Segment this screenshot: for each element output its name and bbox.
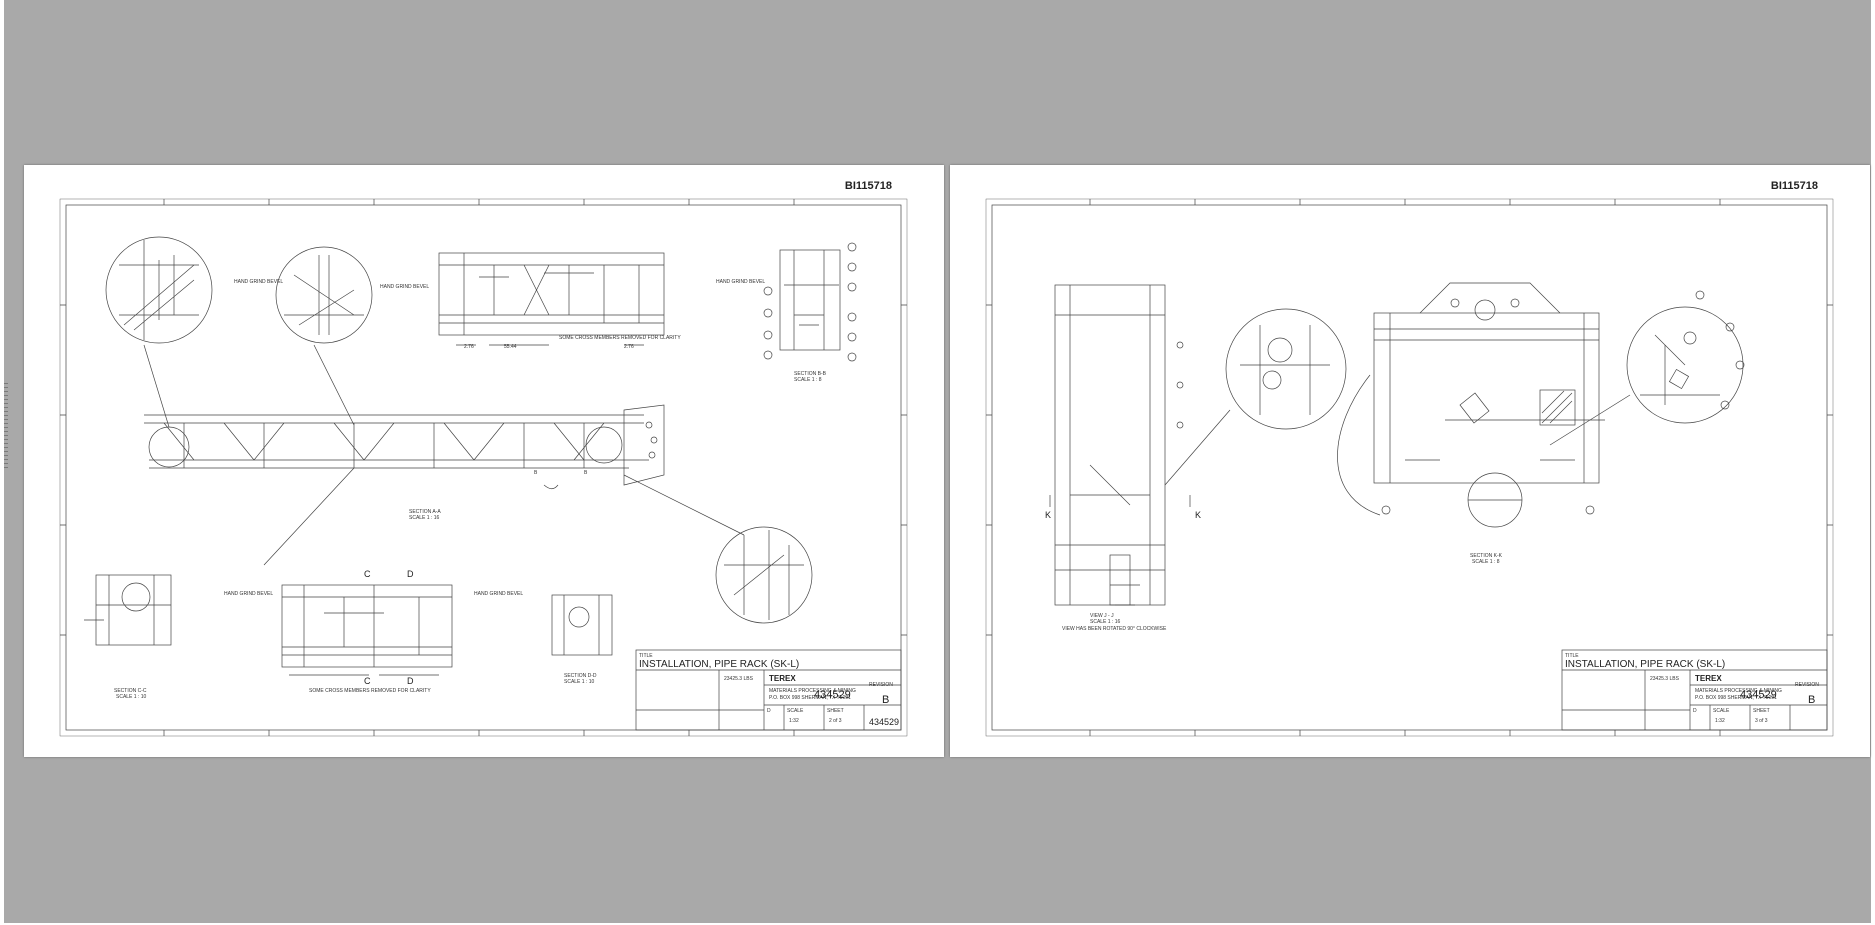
revision-value: B [1808, 694, 1815, 706]
section-marker-k-right: K [1195, 510, 1201, 520]
section-a-scale: SCALE 1 : 16 [409, 515, 440, 521]
section-b-scale: SCALE 1 : 8 [794, 377, 822, 383]
dim-a: 2.76 [464, 344, 474, 350]
drawing-page-2[interactable]: BI115718 [950, 165, 1870, 757]
document-viewer[interactable]: BI115718 [4, 0, 1871, 923]
weight-value: 23425.3 LBS [724, 676, 754, 682]
revision-label: REVISION [1795, 682, 1819, 688]
view-scale: SCALE 1 : 16 [1090, 619, 1121, 625]
letter-b1: B [534, 470, 538, 476]
drawing-number: 434529 [814, 689, 851, 701]
section-d-scale: SCALE 1 : 10 [564, 679, 595, 685]
scale-label: SCALE [1713, 708, 1730, 714]
section-d-label: SECTION D-D [564, 673, 597, 679]
letter-c2: C [364, 676, 371, 686]
drawing-id-label: BI115718 [844, 180, 892, 192]
weight-value: 23425.3 LBS [1650, 676, 1680, 682]
letter-d1: D [407, 569, 414, 579]
scale-value: 1:32 [789, 718, 799, 724]
letter-c1: C [364, 569, 371, 579]
engineering-drawing-sheet-3: K K VIEW J - J SCALE 1 : 16 VIEW HAS BEE… [985, 198, 1834, 737]
section-marker-k-left: K [1045, 510, 1051, 520]
drawing-title: INSTALLATION, PIPE RACK (SK-L) [639, 659, 799, 670]
title-label: TITLE [639, 653, 653, 659]
cross-members-note-top: SOME CROSS MEMBERS REMOVED FOR CLARITY [559, 335, 681, 341]
scale-value: 1:32 [1715, 718, 1725, 724]
size-value: D [767, 708, 771, 714]
scale-label: SCALE [787, 708, 804, 714]
section-k-scale: SCALE 1 : 8 [1472, 559, 1500, 565]
grind-note-4: HAND GRIND BEVEL [224, 591, 273, 597]
sheet-value: 2 of 3 [829, 718, 842, 724]
drawing-id-label: BI115718 [1770, 180, 1818, 192]
view-label: VIEW J - J [1090, 613, 1114, 619]
drawing-number-bottom: 434529 [869, 717, 899, 727]
company-name: MATERIALS PROCESSING & MINING [769, 688, 856, 694]
dim-b: 55.44 [504, 344, 517, 350]
revision-value: B [882, 694, 889, 706]
section-c-label: SECTION C-C [114, 688, 147, 694]
grind-note-1: HAND GRIND BEVEL [234, 279, 283, 285]
section-b-label: SECTION B-B [794, 371, 827, 377]
sheet-label: SHEET [1753, 708, 1770, 714]
dim-c: 2.76 [624, 344, 634, 350]
drawing-title: INSTALLATION, PIPE RACK (SK-L) [1565, 659, 1725, 670]
panel-resize-handle[interactable] [4, 380, 8, 470]
sheet-label: SHEET [827, 708, 844, 714]
company-name: MATERIALS PROCESSING & MINING [1695, 688, 1782, 694]
view-note: VIEW HAS BEEN ROTATED 90° CLOCKWISE [1062, 626, 1167, 632]
grind-note-3: HAND GRIND BEVEL [716, 279, 765, 285]
section-a-label: SECTION A-A [409, 509, 441, 515]
grind-note-2: HAND GRIND BEVEL [380, 284, 429, 290]
company-address: P.O. BOX 998 SHERMAN, TX 75091 [1695, 695, 1777, 701]
company-logo: TEREX [1695, 674, 1722, 683]
sheet-value: 3 of 3 [1755, 718, 1768, 724]
drawing-number: 434529 [1740, 689, 1777, 701]
company-logo: TEREX [769, 674, 796, 683]
engineering-drawing-sheet-2: SOME CROSS MEMBERS REMOVED FOR CLARITY 2… [59, 198, 908, 737]
grind-note-5: HAND GRIND BEVEL [474, 591, 523, 597]
letter-d2: D [407, 676, 414, 686]
section-k-label: SECTION K-K [1470, 553, 1503, 559]
drawing-page-1[interactable]: BI115718 [24, 165, 944, 757]
section-c-scale: SCALE 1 : 10 [116, 694, 147, 700]
size-value: D [1693, 708, 1697, 714]
title-label: TITLE [1565, 653, 1579, 659]
company-address: P.O. BOX 998 SHERMAN, TX 75091 [769, 695, 851, 701]
letter-b2: B [584, 470, 588, 476]
revision-label: REVISION [869, 682, 893, 688]
cross-members-note-bottom: SOME CROSS MEMBERS REMOVED FOR CLARITY [309, 688, 431, 694]
